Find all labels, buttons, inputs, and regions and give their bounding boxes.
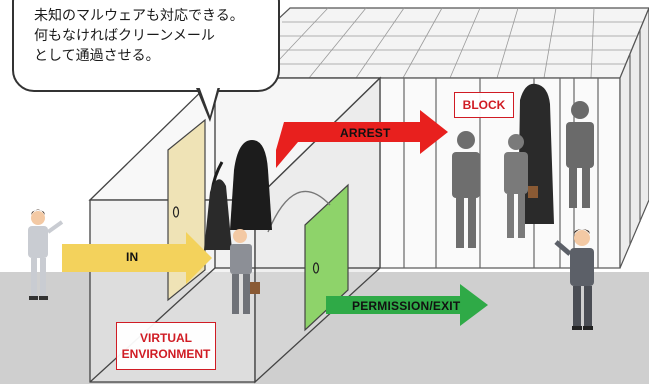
permission-exit-arrow bbox=[326, 284, 488, 326]
mail-businessman-figure bbox=[230, 229, 260, 314]
callout-line-2: 何もなければクリーンメール bbox=[34, 28, 215, 44]
in-label: IN bbox=[126, 250, 139, 264]
blocked-businessman-figure bbox=[504, 134, 538, 238]
permission-exit-label: PERMISSION/EXIT bbox=[352, 299, 461, 313]
blocked-thief-figure bbox=[566, 101, 594, 208]
recipient-businessman-figure bbox=[554, 229, 594, 330]
virtual-environment-label: VIRTUAL ENVIRONMENT bbox=[116, 322, 216, 370]
virtual-environment-label-line-1: VIRTUAL bbox=[140, 331, 192, 345]
arrest-label: ARREST bbox=[340, 126, 391, 140]
transfer-arc bbox=[267, 190, 331, 233]
callout-line-3: として通過させる。 bbox=[34, 48, 160, 64]
virtual-environment-label-line-2: ENVIRONMENT bbox=[121, 347, 211, 361]
speech-callout: 未知のマルウェアも対応できる。 何もなければクリーンメール として通過させる。 bbox=[12, 0, 280, 92]
exit-door bbox=[304, 183, 349, 332]
exit-door-handle bbox=[312, 262, 320, 274]
entry-door-handle bbox=[172, 206, 180, 218]
callout-line-1: 未知のマルウェアも対応できる。 bbox=[34, 8, 244, 24]
sender-woman-figure bbox=[28, 209, 64, 300]
in-arrow bbox=[62, 232, 212, 284]
arrest-arrow bbox=[276, 110, 448, 168]
block-label: BLOCK bbox=[454, 92, 514, 118]
malware-reaper-figure bbox=[204, 140, 272, 250]
blocked-suspect-figure bbox=[452, 131, 480, 248]
callout-tail-fill bbox=[199, 86, 218, 116]
